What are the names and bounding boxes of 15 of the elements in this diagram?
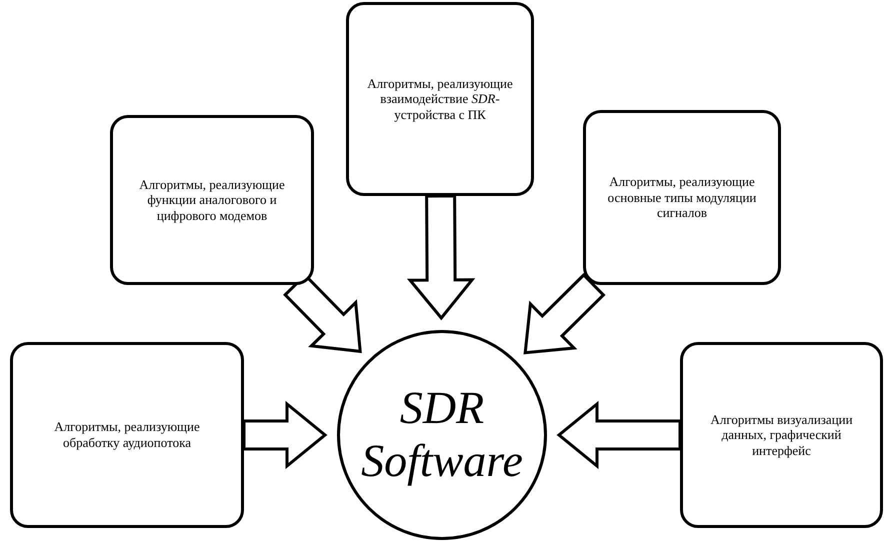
core-title: SDR Software bbox=[360, 382, 524, 488]
block-arrow bbox=[406, 194, 476, 320]
box-text: Алгоритмы, реализующие основные типы модуляции сигналов bbox=[606, 174, 758, 221]
process-box bbox=[110, 115, 314, 285]
block-arrow bbox=[242, 400, 328, 470]
box-text: Алгоритмы, реализующие взаимодействие SDR-устройства с ПК bbox=[366, 76, 514, 122]
block-arrow bbox=[556, 400, 682, 470]
box-text: Алгоритмы визуализации данных, графический интерфейс bbox=[709, 412, 854, 458]
box-text: Алгоритмы, реализующие функции аналогового и цифрового модемов bbox=[138, 176, 286, 224]
process-box bbox=[583, 110, 781, 285]
box-text: Алгоритмы, реализующие обработку аудиопотока bbox=[53, 419, 201, 451]
process-box bbox=[346, 2, 534, 196]
process-box bbox=[680, 342, 883, 528]
block-arrow bbox=[524, 272, 606, 354]
process-box bbox=[10, 342, 244, 528]
